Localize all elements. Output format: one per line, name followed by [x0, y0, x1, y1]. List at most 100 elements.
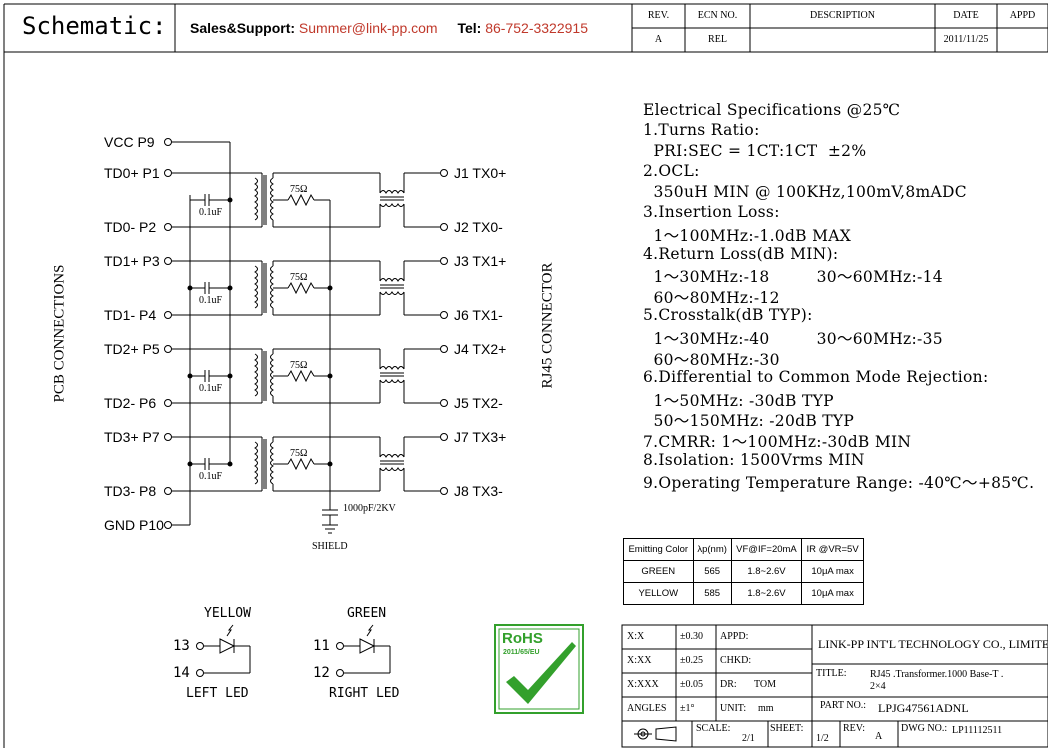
resistor-label: 75Ω — [290, 272, 308, 283]
sheet-value: 1/2 — [816, 733, 829, 744]
tol-label: X:XX — [627, 655, 652, 666]
table-cell: 10μA max — [801, 560, 864, 583]
rev-header-desc: DESCRIPTION — [809, 10, 875, 21]
scale-value: 2/1 — [742, 733, 755, 744]
table-row: YELLOW 585 1.8~2.6V 10μA max — [623, 582, 864, 605]
cap-label: 0.1uF — [199, 471, 223, 482]
pin-label-j2: J2 TX0- — [454, 219, 503, 235]
title-value-1: RJ45 .Transformer.1000 Base-T . — [870, 669, 1004, 680]
rev-header-ecn: ECN NO. — [697, 10, 738, 21]
table-header-row: Emitting Color λp(nm) VF@IF=20mA IR @VR=… — [623, 538, 864, 561]
resistor-label: 75Ω — [290, 360, 308, 371]
part-label: PART NO.: — [820, 700, 867, 711]
tol-value: ±0.30 — [680, 631, 703, 642]
spec-line: 1～30MHz:-18 30～60MHz:-14 — [643, 268, 943, 287]
right-led-color: GREEN — [347, 606, 387, 621]
pin-label-gnd: GND P10 — [104, 517, 164, 533]
rev-header-date: DATE — [953, 10, 979, 21]
rev-value-ecn: REL — [708, 34, 727, 45]
pin-label-j7: J7 TX3+ — [454, 429, 507, 445]
spec-line: 60～80MHz:-30 — [643, 350, 780, 369]
led-spec-table: Emitting Color λp(nm) VF@IF=20mA IR @VR=… — [623, 538, 864, 605]
pin-label-td1n: TD1- P4 — [104, 307, 157, 323]
tol-field-value: mm — [758, 703, 774, 714]
support-label: Sales&Support: — [190, 20, 296, 36]
pin-label-j3: J3 TX1+ — [454, 253, 507, 269]
left-led-pin-b: 14 — [173, 665, 190, 681]
pin-label-td2p: TD2+ P5 — [104, 341, 160, 357]
left-led-symbol — [196, 624, 251, 677]
spec-line: 60～80MHz:-12 — [643, 288, 780, 307]
pin-label-td1p: TD1+ P3 — [104, 253, 160, 269]
rohs-subtitle: 2011/65/EU — [503, 649, 540, 656]
dwg-value: LP11112511 — [952, 725, 1003, 736]
spec-line: PRI:SEC = 1CT:1CT ±2% — [643, 141, 867, 160]
tol-label: X:XXX — [627, 679, 659, 690]
rohs-title: RoHS — [502, 630, 543, 647]
right-led-label: RIGHT LED — [329, 686, 400, 701]
company-name: LINK-PP INT'L TECHNOLOGY CO., LIMITED — [818, 637, 1048, 651]
pin-label-td2n: TD2- P6 — [104, 395, 157, 411]
tol-value: ±0.05 — [680, 679, 703, 690]
table-cell: 585 — [692, 582, 732, 605]
cap-label: 0.1uF — [199, 295, 223, 306]
spec-line: 6.Differential to Common Mode Rejection: — [643, 368, 989, 387]
right-led-pin-a: 11 — [313, 638, 330, 654]
spec-line: 7.CMRR: 1～100MHz:-30dB MIN — [643, 433, 912, 451]
right-led-pin-b: 12 — [313, 665, 330, 681]
scale-label: SCALE: — [696, 723, 731, 734]
sheet-label: SHEET: — [770, 723, 804, 734]
shield-label: SHIELD — [312, 541, 348, 552]
tol-field: APPD: — [720, 631, 749, 642]
support-email[interactable]: Summer@link-pp.com — [298, 20, 438, 36]
tol-label: X:X — [627, 631, 645, 642]
tol-field-value: TOM — [754, 679, 777, 690]
table-cell: 10μA max — [801, 582, 864, 605]
pin-label-td3p: TD3+ P7 — [104, 429, 160, 445]
tol-field: CHKD: — [720, 655, 752, 666]
spec-line: 1.Turns Ratio: — [643, 121, 760, 139]
pin-label-j5: J5 TX2- — [454, 395, 503, 411]
spec-line: 50～150MHz: -20dB TYP — [643, 412, 855, 431]
spec-line: 1～50MHz: -30dB TYP — [643, 391, 834, 410]
spec-line: 9.Operating Temperature Range: -40℃～+85℃… — [643, 474, 1035, 493]
tol-value: ±0.25 — [680, 655, 703, 666]
tel-number: 86-752-3322915 — [485, 20, 588, 36]
pin-label-td0p: TD0+ P1 — [104, 165, 160, 181]
spec-line: 4.Return Loss(dB MIN): — [643, 244, 839, 263]
resistor-label: 75Ω — [290, 448, 308, 459]
spec-line: 3.Insertion Loss: — [643, 203, 780, 222]
rev-value-date: 2011/11/25 — [943, 34, 989, 45]
resistor-label: 75Ω — [290, 184, 308, 195]
spec-line: 8.Isolation: 1500Vrms MIN — [643, 450, 865, 469]
cap-label: 0.1uF — [199, 207, 223, 218]
spec-line: 1～100MHz:-1.0dB MAX — [643, 227, 852, 245]
rohs-logo — [494, 624, 584, 714]
dwg-label: DWG NO.: — [901, 723, 948, 734]
left-led-label: LEFT LED — [186, 686, 249, 701]
tol-field: DR: — [720, 679, 737, 690]
cap-label: 0.1uF — [199, 383, 223, 394]
left-led-pin-a: 13 — [173, 638, 190, 654]
pin-label-j1: J1 TX0+ — [454, 165, 507, 181]
tol-label: ANGLES — [627, 703, 667, 714]
part-value: LPJG47561ADNL — [878, 701, 969, 715]
rev-header-appd: APPD — [1009, 10, 1036, 21]
shield-cap-label: 1000pF/2KV — [343, 503, 396, 514]
tol-value: ±1° — [680, 703, 695, 714]
rev-value: A — [875, 731, 883, 742]
spec-line: 5.Crosstalk(dB TYP): — [643, 306, 813, 325]
spec-line: 1～30MHz:-40 30～60MHz:-35 — [643, 330, 943, 348]
pin-label-j6: J6 TX1- — [454, 307, 503, 323]
rev-value-rev: A — [654, 34, 663, 45]
title-label: TITLE: — [816, 668, 847, 679]
rev-label: REV: — [843, 723, 866, 734]
check-icon — [506, 642, 576, 704]
spec-title: Electrical Specifications @25℃ — [643, 101, 901, 119]
pin-label-j8: J8 TX3- — [454, 483, 503, 499]
pin-label-td3n: TD3- P8 — [104, 483, 157, 499]
pin-label-vcc: VCC P9 — [104, 134, 155, 150]
